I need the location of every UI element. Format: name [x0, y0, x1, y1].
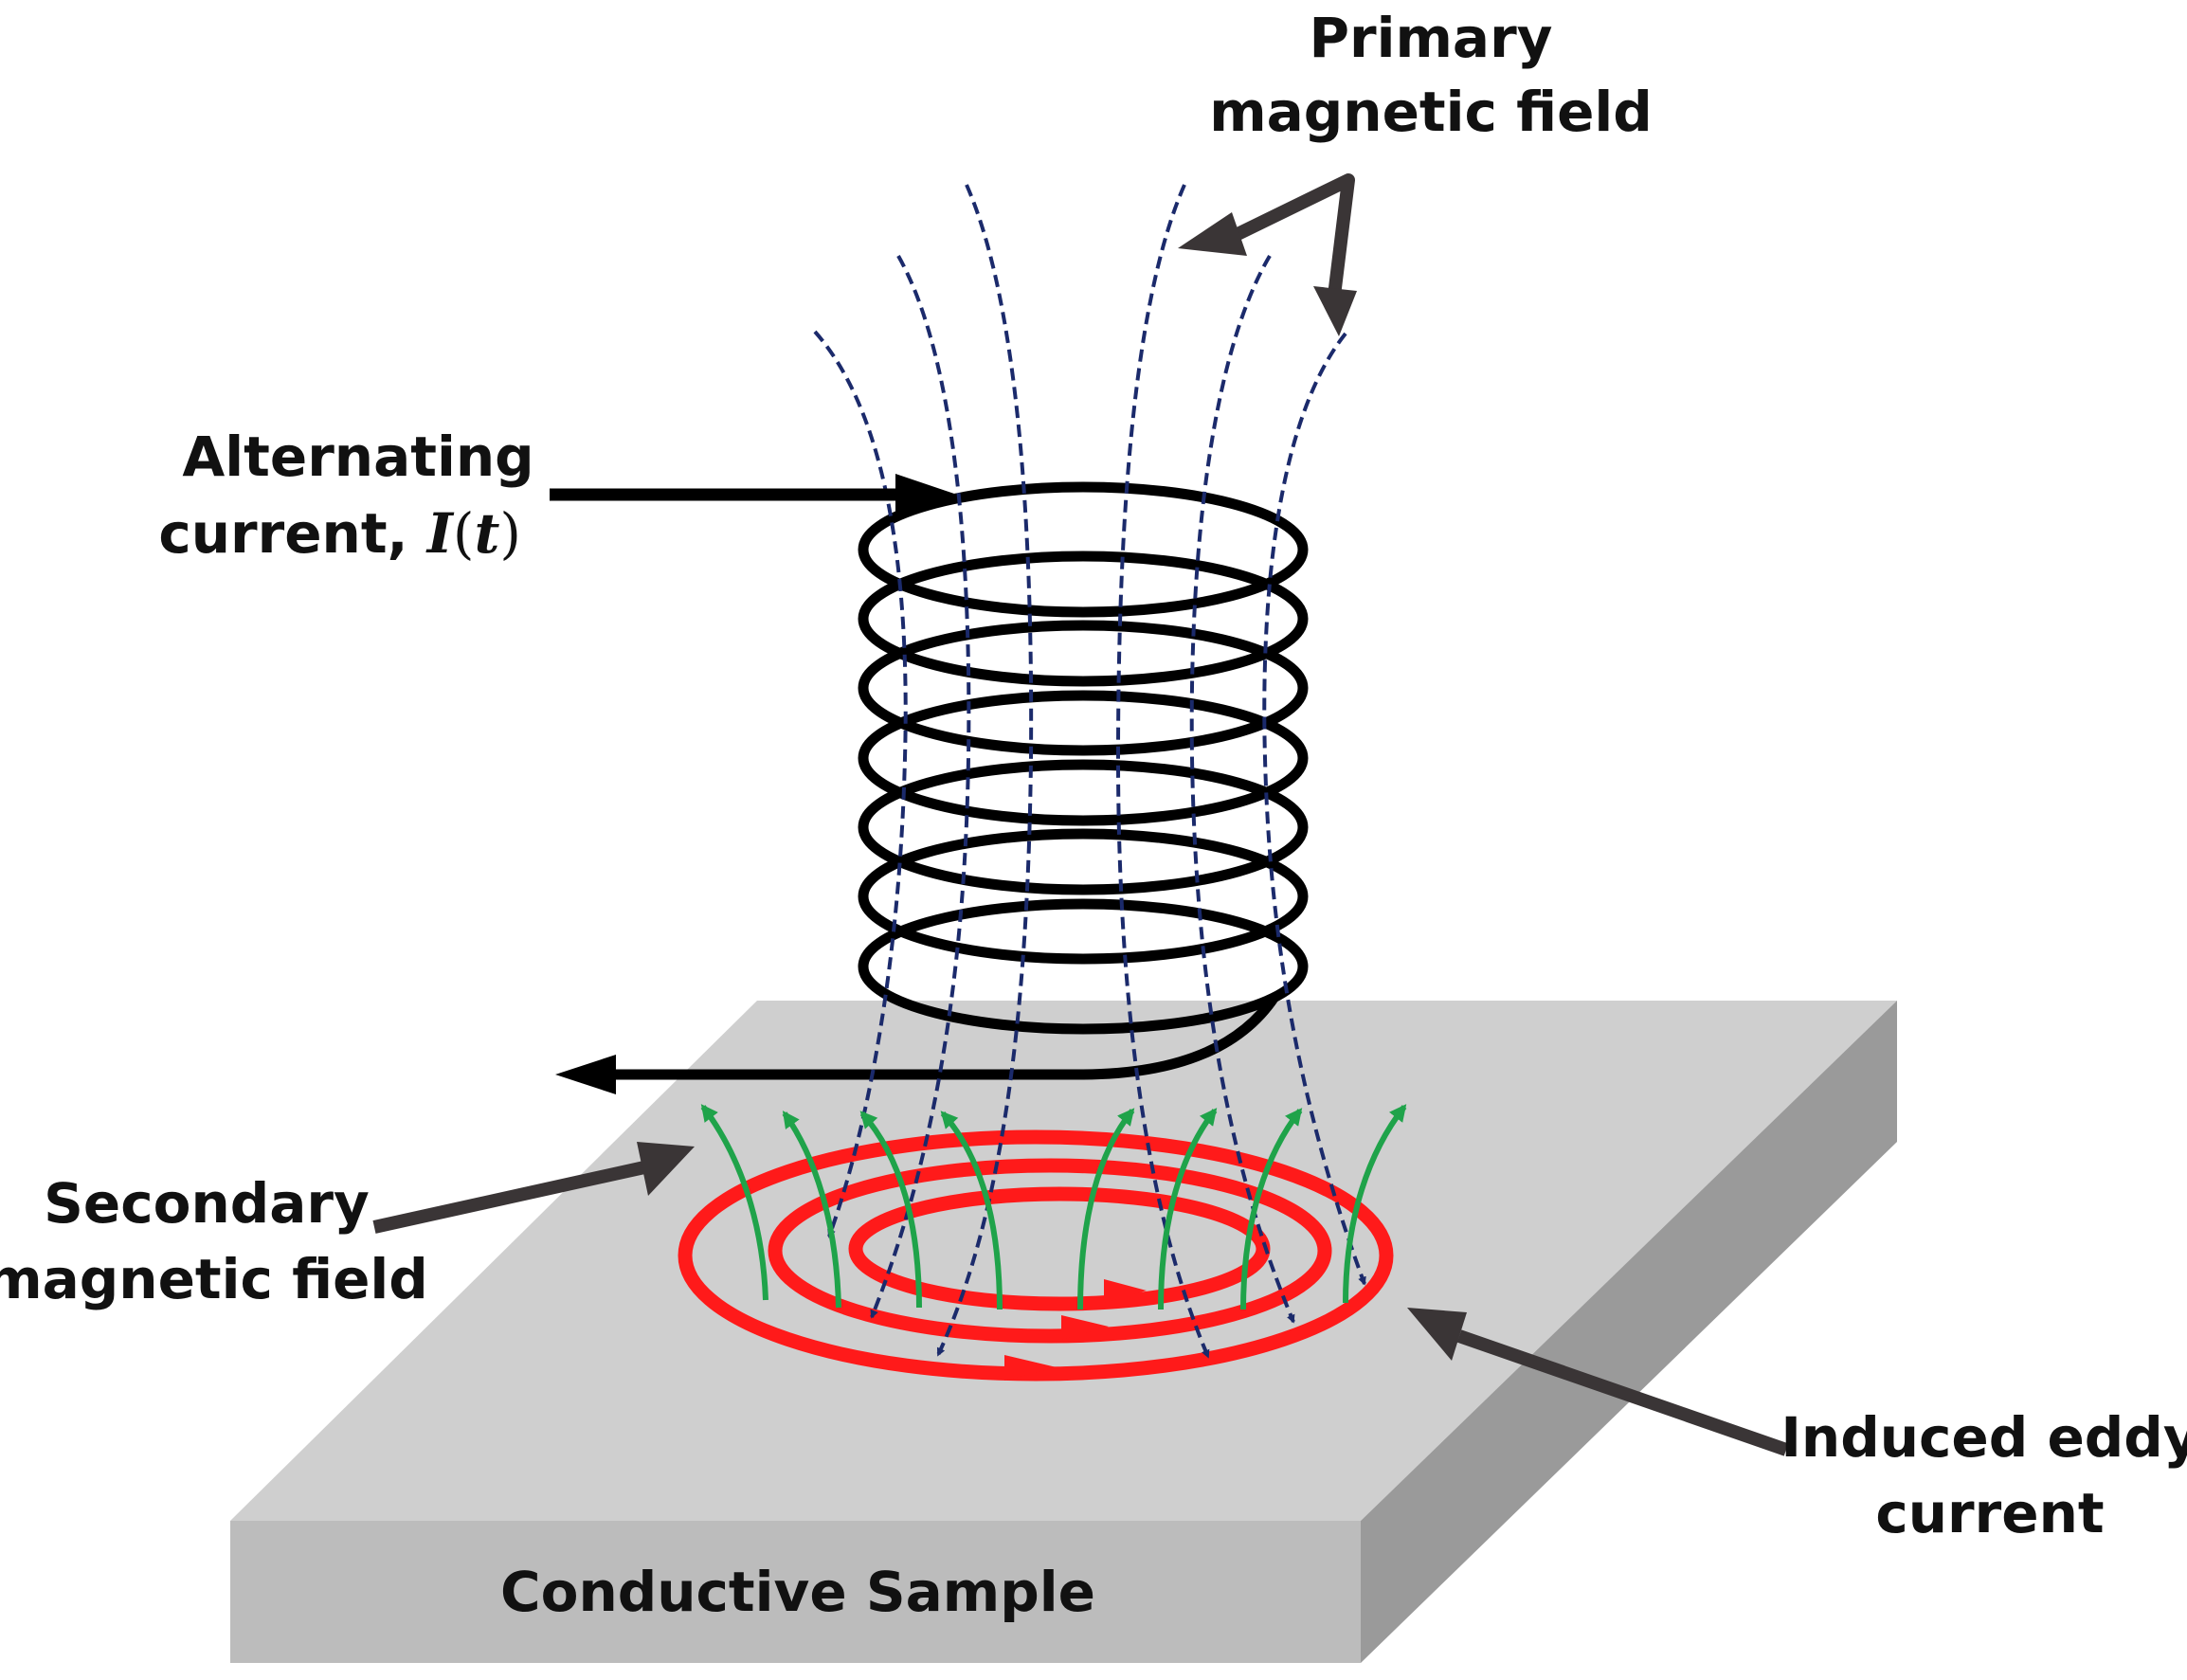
secondary-field-arrow-4 — [940, 1111, 1003, 1310]
coil-lead-arrowhead — [555, 1055, 616, 1094]
coil-turn-1 — [858, 481, 1309, 618]
plate-front-face — [230, 1521, 1361, 1663]
eddy-ring-middle — [768, 1158, 1332, 1344]
eddy-current-label-line2: current — [1875, 1481, 2104, 1545]
coil — [616, 481, 1309, 1080]
secondary-field-arrows — [700, 1104, 1407, 1310]
secondary-field-arrow-1 — [700, 1104, 768, 1301]
primary-field-line-4 — [1115, 184, 1210, 1359]
primary-field-arrowhead-left — [1178, 212, 1247, 256]
secondary-field-arrow-8 — [1343, 1104, 1407, 1304]
eddy-current-label-line1: Induced eddy — [1780, 1405, 2187, 1470]
primary-field-line-2 — [870, 255, 971, 1319]
primary-field-label-line1: Primary — [1310, 6, 1553, 70]
coil-lead-wire — [616, 993, 1279, 1080]
primary-field-line-6 — [1262, 332, 1366, 1286]
eddy-current-arrowhead — [1407, 1308, 1467, 1361]
coil-turn-2 — [858, 551, 1309, 687]
eddy-arrow-middle — [1061, 1315, 1109, 1340]
eddy-current-rings — [678, 1129, 1394, 1382]
plate-top-face — [230, 1001, 1897, 1521]
primary-field-callout — [1178, 173, 1357, 336]
eddy-ring-outer — [678, 1129, 1394, 1382]
primary-field-callout-lines — [1228, 173, 1355, 297]
current-paren-close: ) — [499, 501, 521, 566]
eddy-direction-arrows — [1004, 1279, 1147, 1381]
secondary-field-arrow-shaft — [372, 1161, 646, 1234]
secondary-field-arrow-6 — [1158, 1108, 1218, 1310]
secondary-field-arrow-3 — [859, 1111, 922, 1309]
alternating-current-label-line2: current, I(t) — [158, 501, 521, 566]
primary-field-line-5 — [1189, 254, 1295, 1324]
coil-turn-5 — [858, 759, 1309, 895]
sample-label: Conductive Sample — [500, 1560, 1095, 1624]
eddy-ring-inner — [848, 1186, 1271, 1311]
alternating-current-label-line1: Alternating — [182, 425, 533, 489]
secondary-field-arrow-5 — [1077, 1108, 1135, 1310]
coil-turn-3 — [858, 620, 1309, 756]
alternating-current-arrowhead — [895, 474, 957, 515]
eddy-arrow-inner — [1104, 1279, 1147, 1303]
secondary-field-arrow-7 — [1240, 1108, 1303, 1310]
eddy-current-callout — [1407, 1308, 1789, 1456]
secondary-field-arrow-2 — [782, 1111, 841, 1309]
alternating-current-prefix: current, — [158, 501, 426, 566]
coil-turn-4 — [858, 690, 1309, 826]
secondary-field-label-line1: Secondary — [44, 1171, 370, 1236]
secondary-field-callout — [372, 1142, 695, 1234]
eddy-current-arrow-shaft — [1456, 1329, 1789, 1456]
primary-field-arrowhead-right — [1313, 286, 1357, 336]
coil-turn-6 — [858, 828, 1309, 965]
eddy-arrow-outer — [1004, 1355, 1057, 1381]
coil-turn-7 — [858, 898, 1309, 1035]
current-symbol: I — [425, 501, 455, 566]
current-time-variable: t — [475, 501, 500, 566]
primary-field-label-line2: magnetic field — [1209, 80, 1653, 144]
current-paren-open: ( — [453, 501, 475, 566]
plate-side-face — [1361, 1001, 1897, 1663]
secondary-field-arrowhead — [637, 1142, 695, 1196]
secondary-field-label-line2: magnetic field — [0, 1247, 428, 1311]
conductive-sample-plate — [230, 1001, 1897, 1663]
alternating-current-callout — [550, 474, 957, 515]
